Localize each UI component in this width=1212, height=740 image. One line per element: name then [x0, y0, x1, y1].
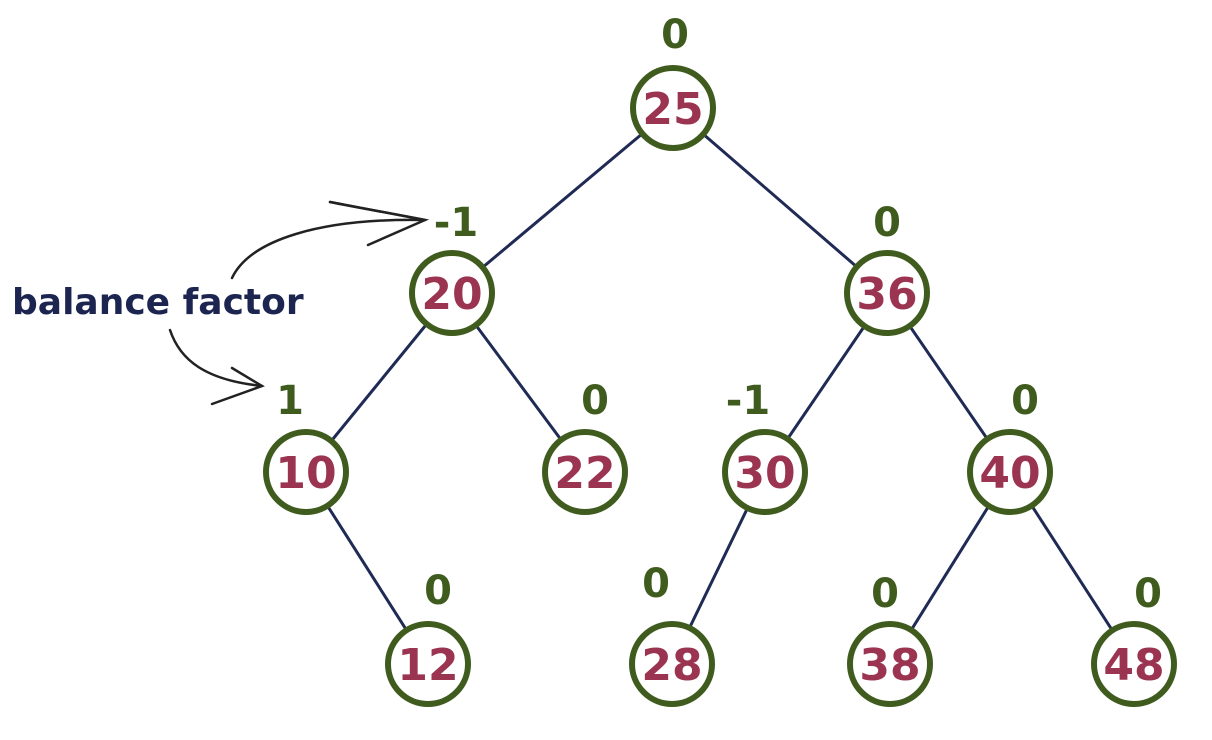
- balance-factor-label: 0: [424, 568, 452, 614]
- lower-arrow-icon: [168, 328, 264, 388]
- edge-n25-n36: [672, 106, 888, 295]
- tree-node-38: 38 0: [847, 571, 933, 707]
- upper-arrow-stroke-icon: [328, 200, 427, 222]
- lower-arrow-head-icon: [210, 366, 265, 406]
- annotation-label: balance factor: [12, 282, 304, 323]
- balance-factor-label: -1: [434, 200, 478, 246]
- balance-factor-label: 1: [276, 378, 304, 424]
- upper-arrow-icon: [230, 218, 427, 280]
- tree-node-28: 28 0: [629, 561, 715, 707]
- node-value: 25: [642, 84, 703, 135]
- node-value: 12: [397, 640, 458, 691]
- node-value: 40: [979, 448, 1040, 499]
- balance-factor-label: 0: [871, 571, 899, 617]
- balance-factor-label: 0: [873, 200, 901, 246]
- node-circle: [847, 621, 933, 707]
- node-circle: [722, 429, 808, 515]
- balance-factor-label: 0: [1011, 378, 1039, 424]
- node-circle: [629, 621, 715, 707]
- tree-node-48: 48 0: [1091, 571, 1177, 707]
- balance-factor-label: -1: [726, 378, 770, 424]
- node-circle: [967, 429, 1053, 515]
- node-value: 38: [859, 640, 920, 691]
- node-circle: [409, 250, 495, 336]
- tree-node-10: 10 1: [263, 378, 349, 515]
- node-circle: [263, 429, 349, 515]
- balance-factor-label: 0: [581, 378, 609, 424]
- balance-factor-label: 0: [1134, 571, 1162, 617]
- node-circle: [844, 250, 930, 336]
- node-value: 28: [641, 640, 702, 691]
- node-value: 22: [554, 448, 615, 499]
- node-circle: [630, 65, 716, 151]
- balance-factor-annotation: balance factor: [12, 200, 430, 406]
- tree-node-40: 40 0: [967, 378, 1053, 515]
- node-value: 30: [734, 448, 795, 499]
- node-value: 20: [421, 269, 482, 320]
- node-circle: [542, 429, 628, 515]
- node-value: 36: [856, 269, 917, 320]
- tree-node-36: 36 0: [844, 200, 930, 336]
- node-circle: [385, 621, 471, 707]
- tree-node-20: 20 -1: [409, 200, 495, 336]
- nodes-layer: 25 0 20 -1 36 0 10 1 22 0 30 -1 40 0 12 0 28 0 38 0 48 0: [263, 12, 1177, 707]
- tree-node-30: 30 -1: [722, 378, 808, 515]
- node-circle: [1091, 621, 1177, 707]
- tree-node-25: 25 0: [630, 12, 716, 151]
- edge-n25-n20: [451, 106, 674, 295]
- node-value: 48: [1103, 640, 1164, 691]
- tree-node-12: 12 0: [385, 568, 471, 707]
- node-value: 10: [275, 448, 336, 499]
- balance-factor-label: 0: [661, 12, 689, 58]
- balance-factor-label: 0: [642, 561, 670, 607]
- tree-node-22: 22 0: [542, 378, 628, 515]
